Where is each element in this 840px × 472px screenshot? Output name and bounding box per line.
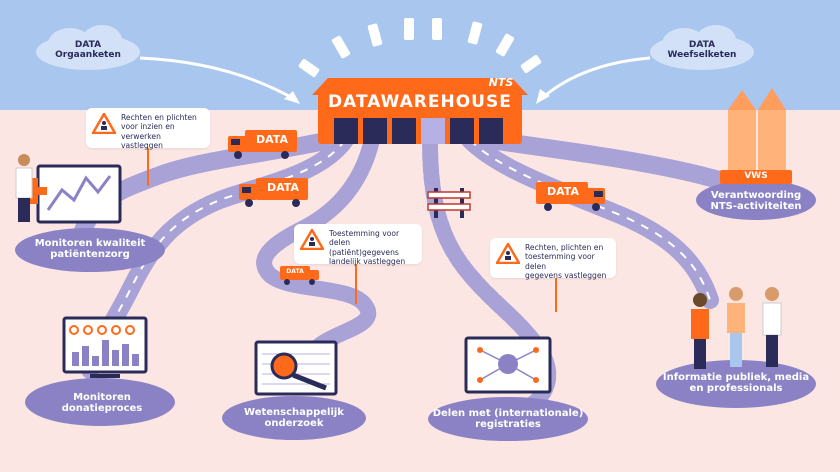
truck-4-label: DATA xyxy=(286,268,304,275)
note-consent-share: Toestemming voor delen (patiënt)gegevens… xyxy=(294,224,422,267)
roadblock xyxy=(427,188,471,218)
monitor-quality-chart xyxy=(21,164,122,224)
note-1-line2: voor inzien en xyxy=(121,122,175,132)
arrow-left-head xyxy=(284,91,300,104)
note-rights-consent: Rechten, plichten en toestemming voor de… xyxy=(490,238,616,281)
note-rights-duties: Rechten en plichten voor inzien en verwe… xyxy=(86,108,210,151)
cloud-right-text: DATA Weefselketen xyxy=(660,40,744,60)
label-monitor-quality-line1: Monitoren kwaliteit xyxy=(34,238,146,249)
vws-sign: VWS xyxy=(744,171,768,181)
note-2-line1: Toestemming voor xyxy=(329,229,400,238)
label-public-info-line2: en professionals xyxy=(689,383,783,394)
note-2-line2: delen (patiënt)gegevens xyxy=(329,238,399,257)
truck-1 xyxy=(228,130,297,159)
callout-poles xyxy=(147,146,557,312)
monitor-research xyxy=(254,340,338,396)
cloud-right-line1: DATA xyxy=(688,40,716,50)
cloud-left xyxy=(36,25,140,70)
warning-sign-icon xyxy=(300,229,324,250)
label-accountability: Verantwoording NTS-activiteiten xyxy=(700,190,812,212)
label-accountability-line1: Verantwoording xyxy=(710,190,802,201)
note-3-line1: Rechten, plichten en xyxy=(525,243,604,252)
label-registries-line2: registraties xyxy=(475,419,541,430)
cloud-left-line1: DATA xyxy=(74,40,102,50)
warning-sign-icon xyxy=(496,243,520,264)
truck-2 xyxy=(239,178,308,207)
label-monitor-donation-line2: donatieproces xyxy=(61,403,143,414)
label-research-line2: onderzoek xyxy=(264,418,324,429)
sun-rays xyxy=(298,18,542,78)
label-public-info-line1: Informatie publiek, media xyxy=(662,372,810,383)
note-1-line3: verwerken vastleggen xyxy=(121,131,163,151)
label-monitor-donation-line1: Monitoren xyxy=(73,392,131,403)
label-registries-line1: Delen met (internationale) xyxy=(432,408,584,419)
note-3-line3: gegevens vastleggen xyxy=(525,271,607,281)
vws-building xyxy=(720,88,792,184)
label-public-info: Informatie publiek, media en professiona… xyxy=(656,372,816,394)
truck-3-label: DATA xyxy=(547,185,579,198)
nts-logo: NTS xyxy=(488,76,514,89)
cloud-right-line2: Weefselketen xyxy=(667,50,737,60)
warehouse-title: DATAWAREHOUSE xyxy=(328,92,512,112)
monitor-donation-process xyxy=(62,316,148,378)
truck-2-label: DATA xyxy=(267,181,299,194)
arrow-right xyxy=(538,56,651,102)
truck-4 xyxy=(280,266,319,285)
monitor-registries xyxy=(464,336,552,394)
cloud-right xyxy=(650,25,754,70)
truck-1-label: DATA xyxy=(256,133,288,146)
arrow-left xyxy=(139,56,297,102)
note-3-line2: toestemming voor delen xyxy=(525,252,595,271)
cloud-left-text: DATA Orgaanketen xyxy=(46,40,130,60)
road-network xyxy=(71,131,764,418)
destination-ovals xyxy=(15,180,816,441)
note-1-line1: Rechten en plichten xyxy=(121,113,197,122)
label-registries: Delen met (internationale) registraties xyxy=(430,408,586,430)
warehouse-building xyxy=(312,78,528,144)
warning-sign-icon xyxy=(92,113,116,134)
truck-3 xyxy=(536,182,605,211)
label-research: Wetenschappelijk onderzoek xyxy=(226,407,362,429)
label-accountability-line2: NTS-activiteiten xyxy=(710,201,802,212)
label-monitor-quality-line2: patiëntenzorg xyxy=(50,249,130,260)
arrow-right-head xyxy=(536,89,550,104)
label-monitor-donation: Monitoren donatieproces xyxy=(34,392,170,414)
cloud-left-line2: Orgaanketen xyxy=(55,50,121,60)
note-2-line3: landelijk vastleggen xyxy=(329,257,406,267)
doctor-figure xyxy=(15,154,33,222)
label-research-line1: Wetenschappelijk xyxy=(244,407,344,418)
people-figures xyxy=(691,287,782,369)
label-monitor-quality: Monitoren kwaliteit patiëntenzorg xyxy=(22,238,158,260)
